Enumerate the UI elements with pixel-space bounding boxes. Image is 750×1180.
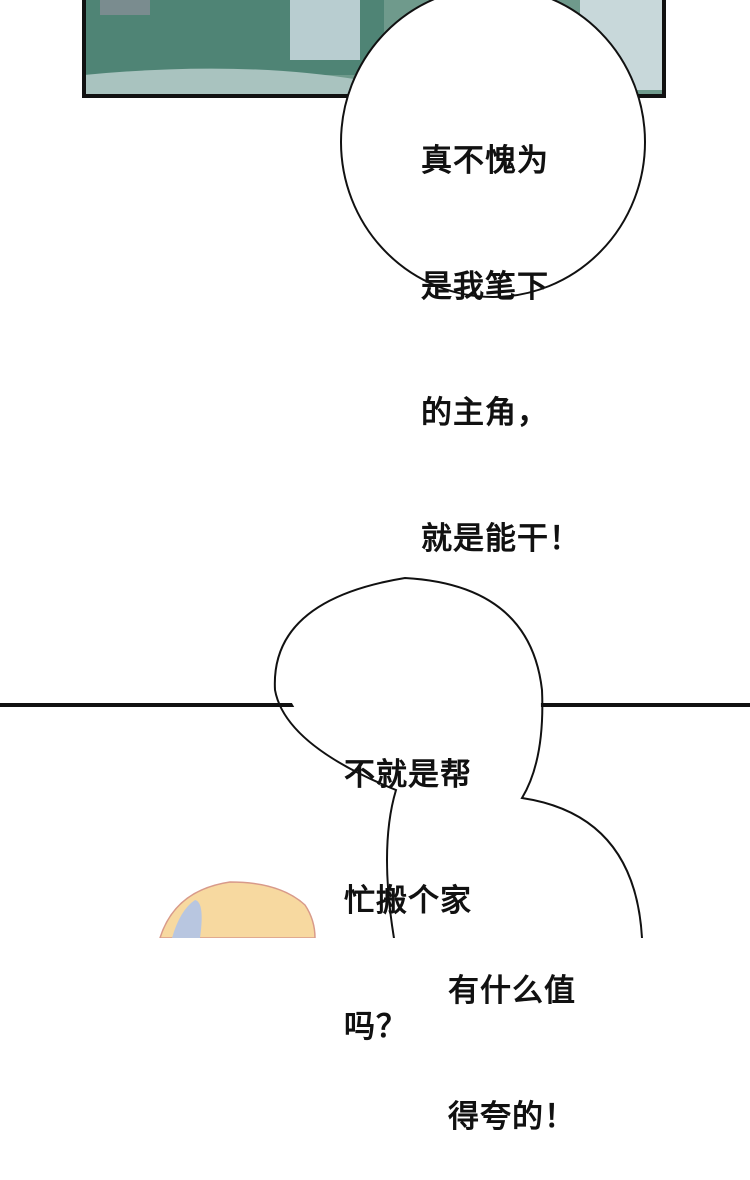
text-line: 的主角，: [421, 395, 549, 431]
text-line: 是我笔下: [421, 269, 549, 305]
bubble-3-text: 有什么值 得夸的！: [448, 886, 576, 1180]
text-line: 就是能干！: [421, 521, 581, 557]
speech-bubble-1: [340, 0, 646, 298]
comic-artwork: [0, 0, 750, 938]
speech-bubble-2: [273, 576, 643, 938]
character-hair: [159, 881, 316, 938]
text-line: 得夸的！: [448, 1099, 576, 1135]
text-line: 不就是帮: [344, 757, 472, 793]
text-line: 真不愧为: [421, 143, 549, 179]
text-line: 有什么值: [448, 973, 576, 1009]
text-line: 忙搬个家: [344, 883, 472, 919]
bubble-1-text: 真不愧为 是我笔下 的主角， 就是能干！: [421, 56, 581, 602]
